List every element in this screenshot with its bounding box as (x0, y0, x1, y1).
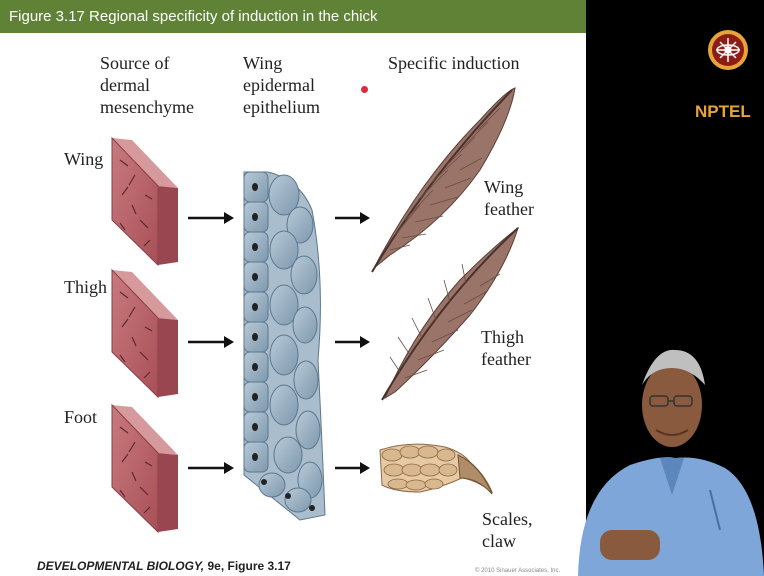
source-label-thigh: Thigh (64, 276, 107, 298)
wing-mesenchyme-block (112, 138, 178, 265)
edition-figure: 9e, Figure 3.17 (204, 559, 291, 573)
laser-pointer-dot (361, 86, 368, 93)
source-label-wing: Wing (64, 148, 103, 170)
foot-mesenchyme-block (112, 405, 178, 532)
arrow-wing-to-epithelium (188, 212, 234, 224)
header-wing-epidermal-epithelium: Wing epidermal epithelium (243, 52, 320, 118)
arrow-epithelium-to-thigh-feather (335, 336, 370, 348)
arrow-epithelium-to-wing-feather (335, 212, 370, 224)
header-source-of-dermal-mesenchyme: Source of dermal mesenchyme (100, 52, 194, 118)
book-title: DEVELOPMENTAL BIOLOGY, (37, 559, 204, 573)
slide: Figure 3.17 Regional specificity of indu… (0, 0, 586, 576)
presenter-video (560, 330, 764, 576)
arrow-foot-to-epithelium (188, 462, 234, 474)
wing-epidermal-epithelium (244, 172, 325, 520)
nptel-logo-icon (706, 20, 750, 100)
arrow-thigh-to-epithelium (188, 336, 234, 348)
thigh-feather-illustration (382, 228, 518, 400)
outcome-label-wing-feather: Wing feather (484, 176, 534, 220)
arrow-epithelium-to-scales (335, 462, 370, 474)
outcome-label-scales-claw: Scales, claw (482, 508, 532, 552)
source-label-foot: Foot (64, 406, 97, 428)
copyright-notice: © 2010 Sinauer Associates, Inc. (475, 568, 560, 574)
scales-claw-illustration (380, 444, 492, 494)
header-specific-induction: Specific induction (388, 52, 519, 74)
nptel-logo-text: NPTEL (695, 102, 763, 122)
thigh-mesenchyme-block (112, 270, 178, 397)
outcome-label-thigh-feather: Thigh feather (481, 326, 531, 370)
figure-source-credit: DEVELOPMENTAL BIOLOGY, 9e, Figure 3.17 (37, 559, 291, 573)
